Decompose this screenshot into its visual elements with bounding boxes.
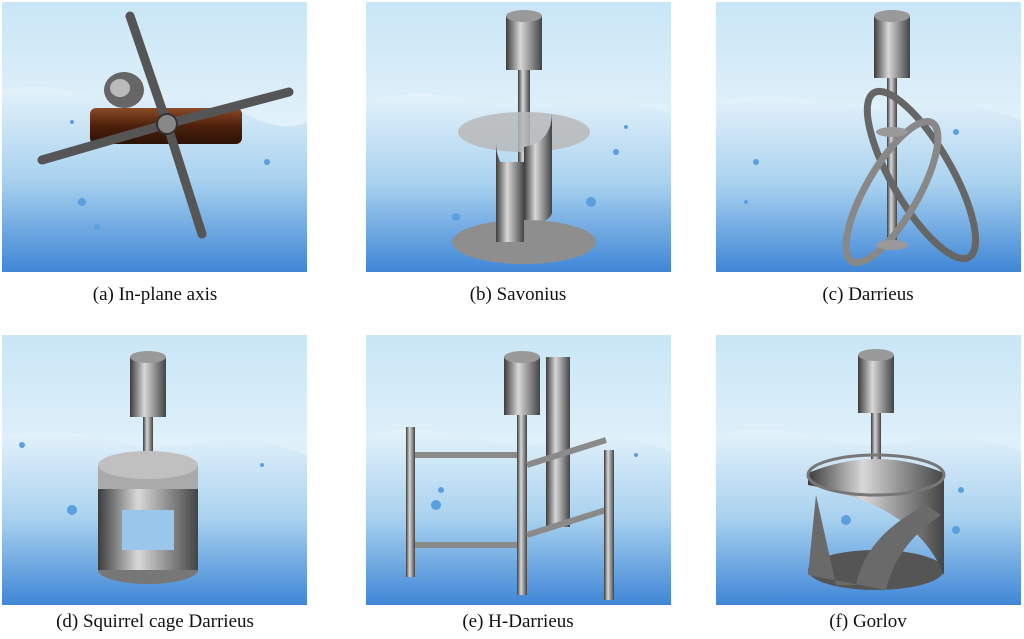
- caption-a: (a) In-plane axis: [92, 284, 218, 305]
- caption-b: (b) Savonius: [469, 284, 567, 305]
- caption-d: (d) Squirrel cage Darrieus: [56, 611, 254, 632]
- panel-darrieus: [716, 2, 1021, 272]
- panel-squirrel-cage-darrieus: [2, 335, 307, 605]
- squirrel-cage-darrieus-illustration: [2, 335, 307, 605]
- panel-savonius: [366, 2, 671, 272]
- darrieus-turbine-illustration: [716, 2, 1021, 272]
- panel-in-plane-axis: [2, 2, 307, 272]
- gorlov-turbine-illustration: [716, 335, 1021, 605]
- savonius-turbine-illustration: [366, 2, 671, 272]
- caption-f: (f) Gorlov: [829, 611, 907, 632]
- caption-c: (c) Darrieus: [822, 284, 914, 305]
- caption-e: (e) H-Darrieus: [462, 611, 574, 632]
- in-plane-axis-turbine-illustration: [2, 2, 307, 272]
- h-darrieus-turbine-illustration: [366, 335, 671, 605]
- panel-gorlov: [716, 335, 1021, 605]
- panel-h-darrieus: [366, 335, 671, 605]
